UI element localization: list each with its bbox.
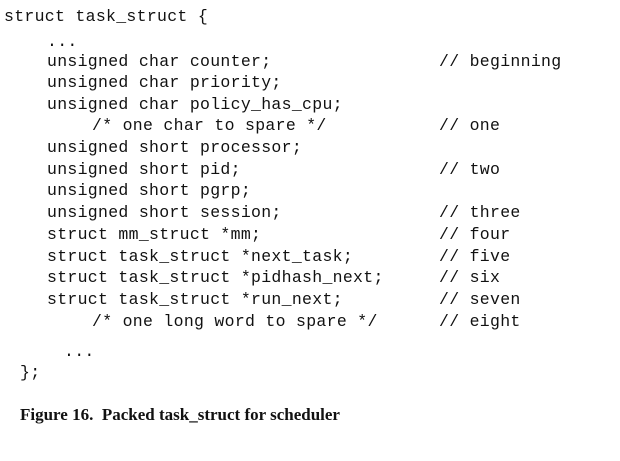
code-text: unsigned short pid; xyxy=(47,160,241,179)
code-line-spare-word: /* one long word to spare */ // eight xyxy=(0,312,520,332)
code-line-pidhash-next: struct task_struct *pidhash_next; // six xyxy=(0,268,500,288)
code-text: unsigned short pgrp; xyxy=(47,181,252,200)
code-text: struct task_struct *pidhash_next; xyxy=(47,268,384,287)
ellipsis-bottom: ... xyxy=(64,342,95,361)
code-line-session: unsigned short session; // three xyxy=(0,203,520,223)
struct-header: struct task_struct { xyxy=(4,7,209,26)
code-comment: // four xyxy=(439,225,511,244)
code-comment: // seven xyxy=(439,290,521,309)
code-line-pgrp: unsigned short pgrp; xyxy=(0,181,251,201)
code-line-spare-char: /* one char to spare */ // one xyxy=(0,116,500,136)
figure-caption: Figure 16. Packed task_struct for schedu… xyxy=(20,405,340,424)
code-text: struct task_struct *next_task; xyxy=(47,247,354,266)
code-comment: // three xyxy=(439,203,521,222)
struct-footer: }; xyxy=(20,363,41,382)
code-line-processor: unsigned short processor; xyxy=(0,138,302,158)
code-comment: // one xyxy=(439,116,501,135)
code-comment: // five xyxy=(439,247,511,266)
code-line-counter: unsigned char counter; // beginning xyxy=(0,52,561,72)
code-text: /* one long word to spare */ xyxy=(92,312,378,331)
ellipsis-top: ... xyxy=(47,32,78,51)
code-line-priority: unsigned char priority; xyxy=(0,73,281,93)
code-line-mm: struct mm_struct *mm; // four xyxy=(0,225,510,245)
code-text: struct task_struct *run_next; xyxy=(47,290,343,309)
code-line-footer: }; xyxy=(0,363,41,383)
code-text: unsigned char counter; xyxy=(47,52,272,71)
code-comment: // beginning xyxy=(439,52,562,71)
code-line-header: struct task_struct { xyxy=(0,7,208,27)
code-line-ellipsis-bottom: ... xyxy=(0,342,94,362)
code-text: unsigned short session; xyxy=(47,203,282,222)
code-line-policy: unsigned char policy_has_cpu; xyxy=(0,95,343,115)
code-comment: // two xyxy=(439,160,501,179)
code-text: /* one char to spare */ xyxy=(92,116,327,135)
code-text: unsigned char policy_has_cpu; xyxy=(47,95,343,114)
code-text: unsigned short processor; xyxy=(47,138,303,157)
code-comment: // eight xyxy=(439,312,521,331)
code-text: struct mm_struct *mm; xyxy=(47,225,262,244)
code-line-ellipsis-top: ... xyxy=(0,32,77,52)
code-comment: // six xyxy=(439,268,501,287)
code-line-run-next: struct task_struct *run_next; // seven xyxy=(0,290,520,310)
code-line-pid: unsigned short pid; // two xyxy=(0,160,500,180)
code-line-next-task: struct task_struct *next_task; // five xyxy=(0,247,510,267)
code-text: unsigned char priority; xyxy=(47,73,282,92)
code-listing: struct task_struct { ... unsigned char c… xyxy=(0,7,561,383)
